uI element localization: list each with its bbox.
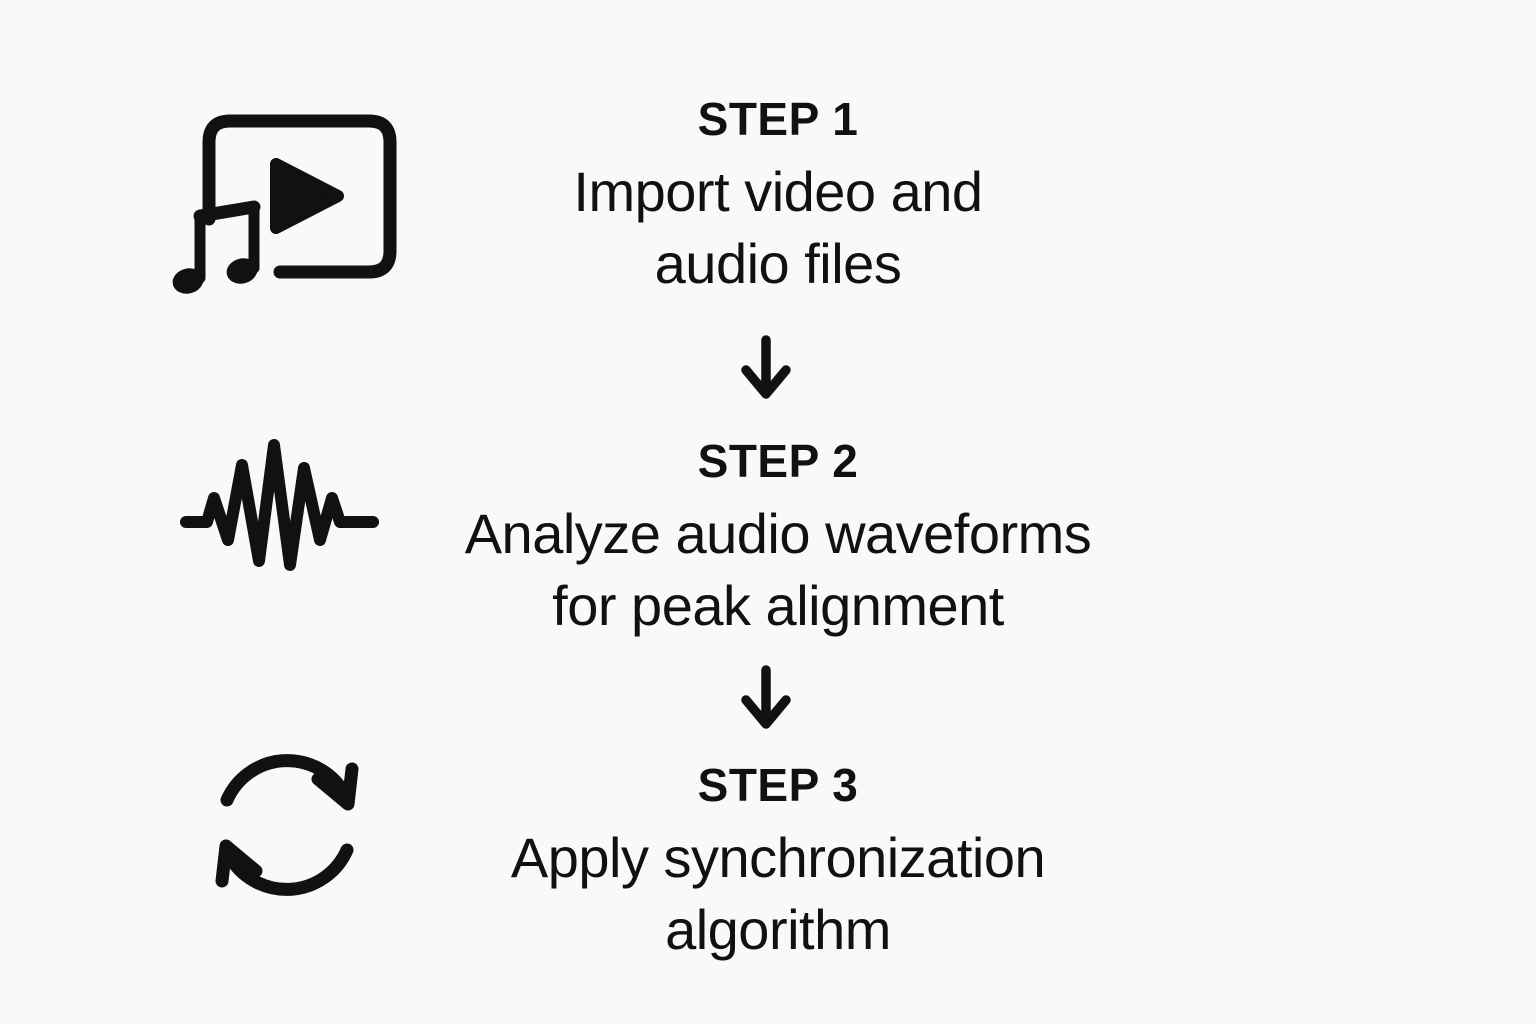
step-3-description: Apply synchronization algorithm [510, 822, 1046, 966]
connector-1 [734, 334, 798, 411]
waveform-icon [180, 439, 379, 571]
step-1-text: STEP 1 Import video and audio files [573, 92, 983, 300]
step-2-description-line-2: for peak alignment [552, 574, 1004, 637]
step-2-description-line-1: Analyze audio waveforms [464, 502, 1092, 565]
video-music-icon [172, 114, 397, 294]
down-arrow-icon [741, 335, 791, 399]
step-1-description-line-1: Import video and [573, 160, 983, 223]
step-1-icon-slot [160, 112, 400, 307]
step-3-description-line-1: Apply synchronization [510, 826, 1046, 889]
step-1-description: Import video and audio files [573, 156, 983, 300]
step-2-text: STEP 2 Analyze audio waveforms for peak … [465, 434, 1092, 642]
step-3-description-line-2: algorithm [665, 898, 891, 961]
step-3-label: STEP 3 [697, 759, 859, 811]
down-arrow-icon [741, 665, 791, 729]
step-3-text: STEP 3 Apply synchronization algorithm [510, 758, 1046, 966]
sync-icon [215, 754, 359, 896]
step-1-description-line-2: audio files [654, 232, 902, 295]
step-1-label: STEP 1 [697, 93, 859, 145]
step-2-description: Analyze audio waveforms for peak alignme… [465, 498, 1092, 642]
step-2-label: STEP 2 [697, 435, 859, 487]
step-2-icon-slot [180, 438, 380, 606]
step-3-icon-slot [202, 740, 372, 910]
connector-2 [734, 664, 798, 741]
